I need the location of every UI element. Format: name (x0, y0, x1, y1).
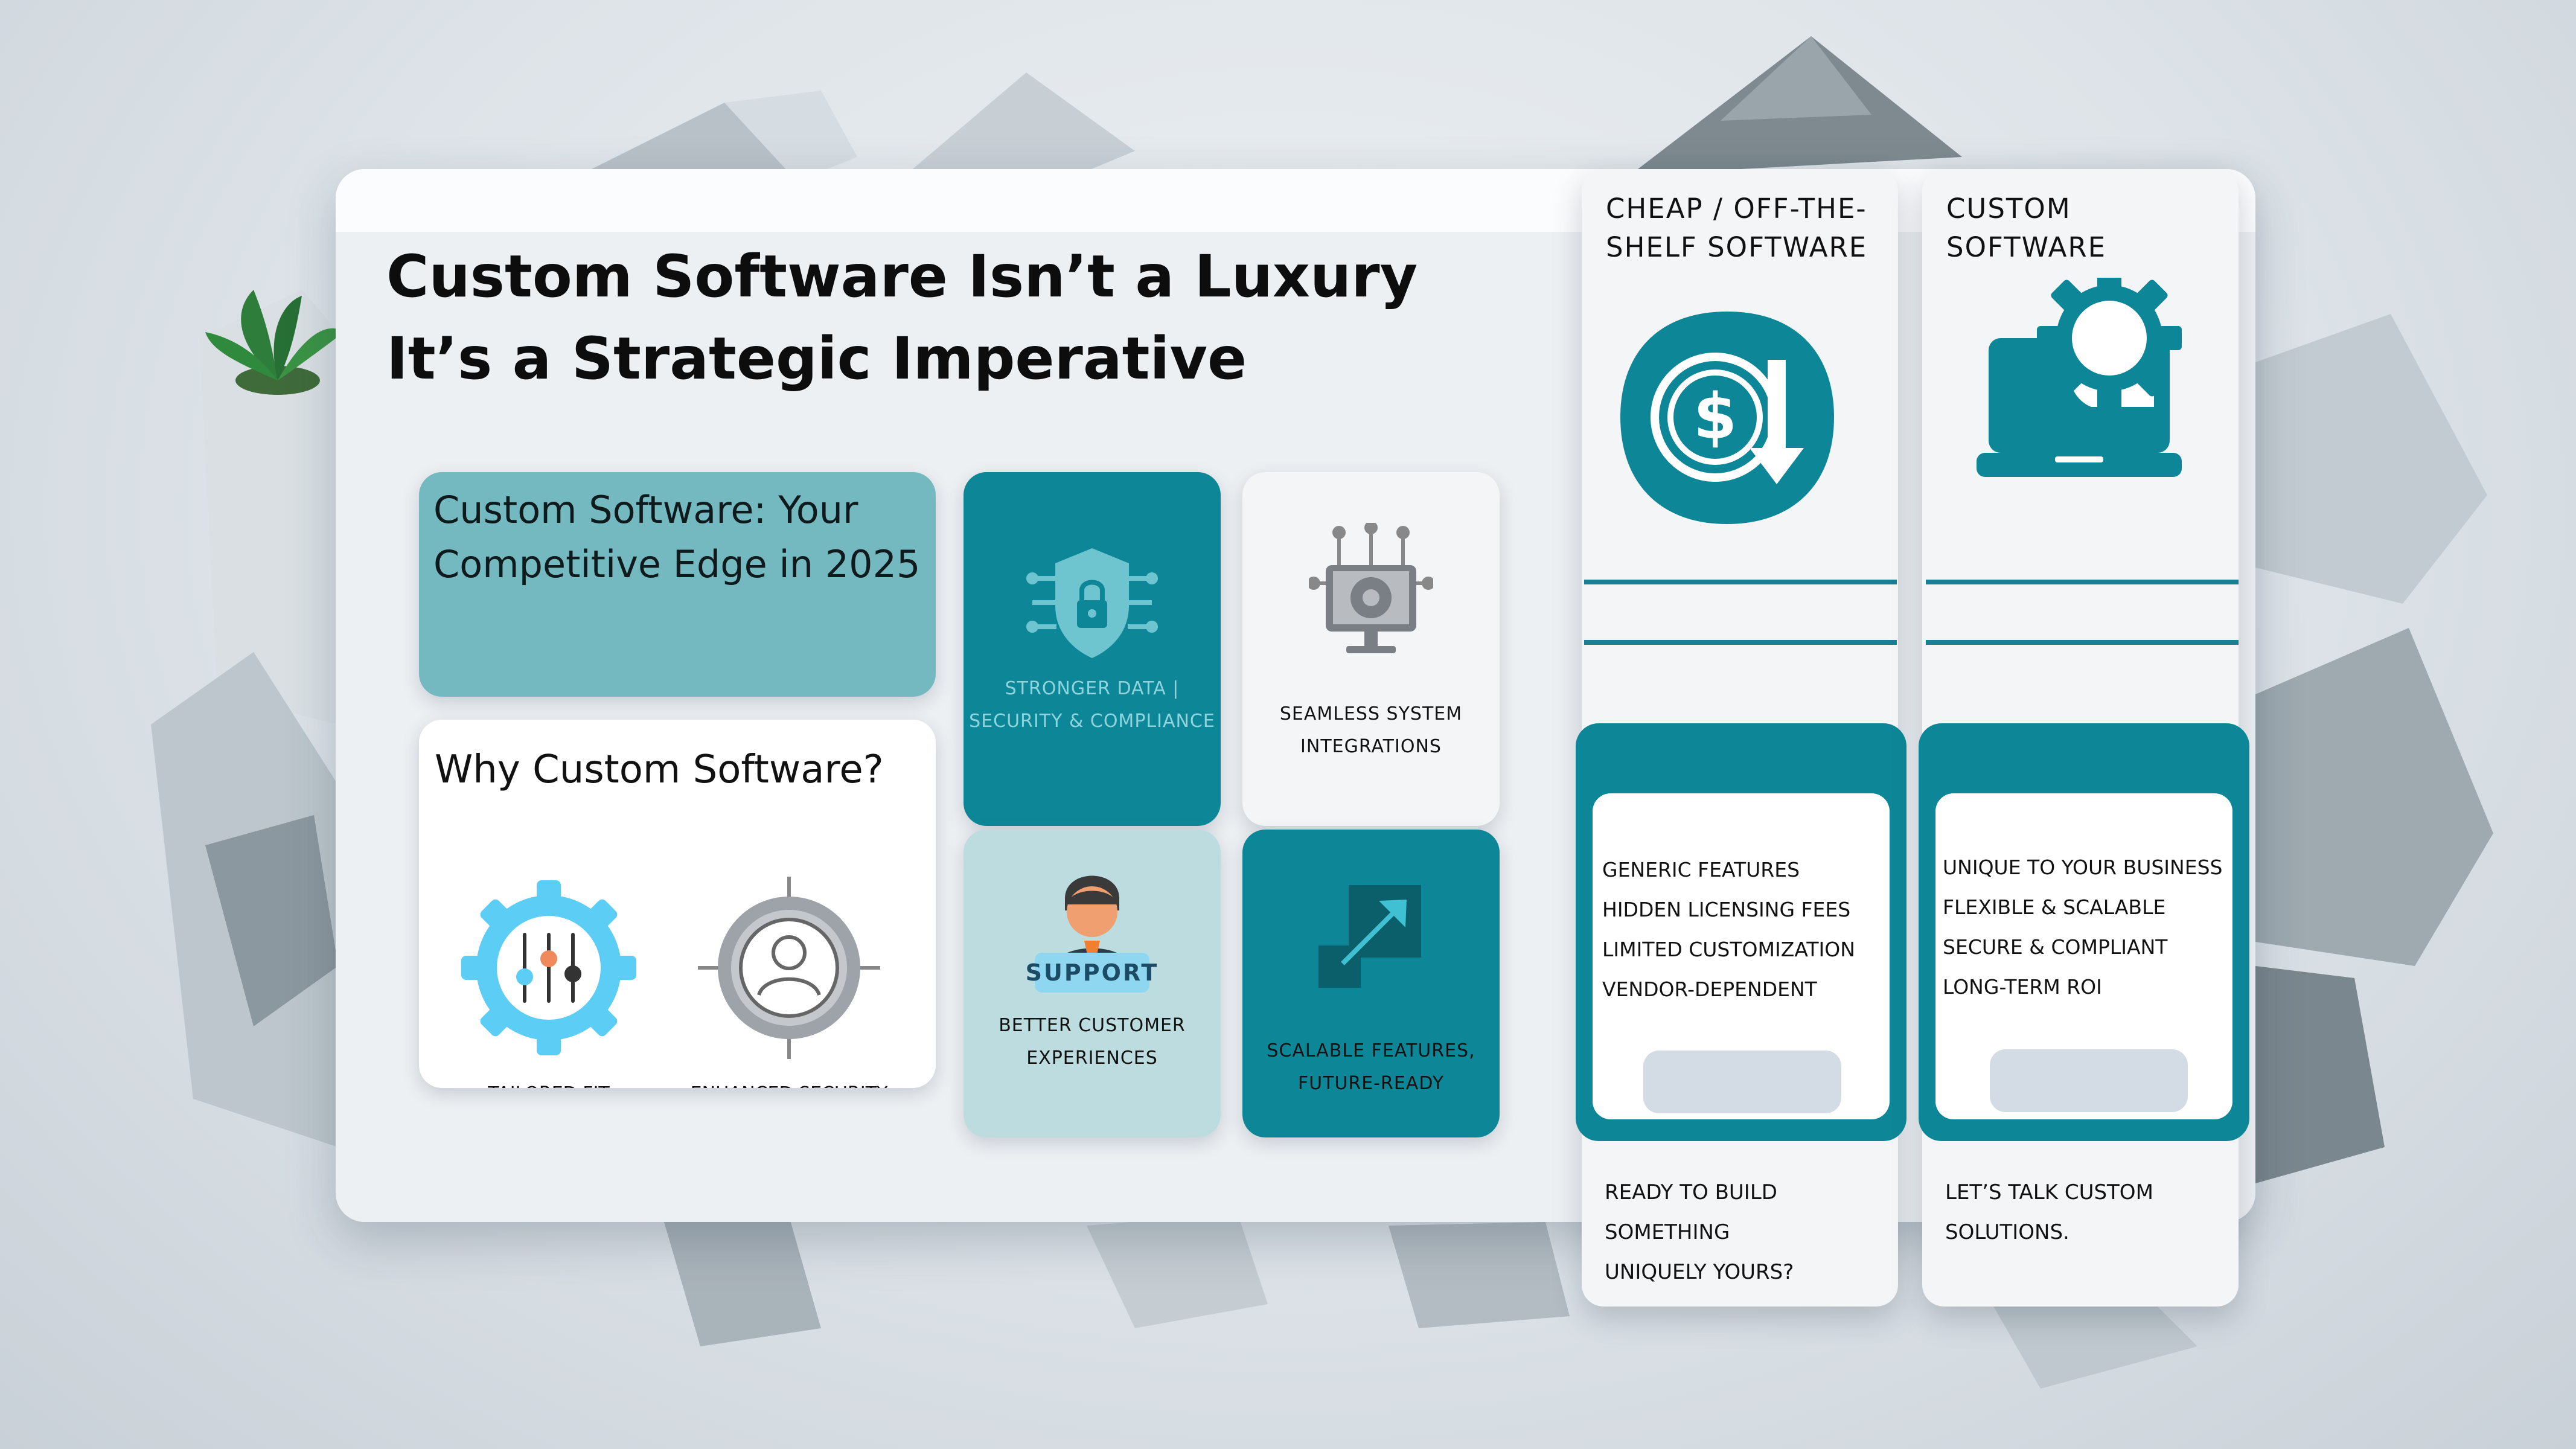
cheap-cta-text: READY TO BUILD SOMETHING UNIQUELY YOURS? (1605, 1172, 1898, 1292)
feature-card-integrations: SEAMLESS SYSTEM INTEGRATIONS (1242, 472, 1500, 826)
cheap-cta-line-1: READY TO BUILD SOMETHING (1605, 1180, 1777, 1244)
cheap-feature-item: LIMITED CUSTOMIZATION (1602, 938, 1855, 961)
custom-features-list: UNIQUE TO YOUR BUSINESS FLEXIBLE & SCALA… (1935, 793, 2232, 1119)
feature-scalable-line-2: FUTURE-READY (1297, 1073, 1445, 1094)
custom-feature-item: UNIQUE TO YOUR BUSINESS (1943, 856, 2223, 879)
svg-text:$: $ (1693, 380, 1737, 453)
custom-cta-text: LET’S TALK CUSTOM SOLUTIONS. (1945, 1172, 2153, 1252)
cheap-software-column: CHEAP / OFF-THE- SHELF SOFTWARE $ GENERI… (1576, 169, 1906, 1307)
coin-down-arrow-icon: $ (1620, 312, 1834, 524)
why-custom-software-card: Why Custom Software? (419, 720, 936, 1088)
feature-customer-line-2: EXPERIENCES (1026, 1048, 1158, 1069)
cheap-feature-item: GENERIC FEATURES (1602, 858, 1800, 881)
cheap-heading-line-2: SHELF SOFTWARE (1606, 231, 1868, 263)
custom-feature-item: FLEXIBLE & SCALABLE (1943, 895, 2166, 919)
title-line-2: It’s a Strategic Imperative (386, 325, 1247, 392)
cheap-cta-pill[interactable] (1643, 1051, 1841, 1113)
shield-lock-icon (1026, 548, 1158, 658)
custom-cta-line-1: LET’S TALK CUSTOM (1945, 1180, 2153, 1204)
custom-divider-2 (1926, 640, 2239, 645)
feature-security-line-1: STRONGER DATA | (1005, 678, 1180, 699)
competitive-edge-card: Custom Software: Your Competitive Edge i… (419, 472, 936, 697)
feature-card-customer: SUPPORT BETTER CUSTOMER EXPERIENCES (964, 830, 1221, 1137)
page-title: Custom Software Isn’t a Luxury It’s a St… (386, 235, 1417, 400)
enhanced-security-label: ENHANCED SECURITY (677, 1083, 901, 1088)
custom-features-box: UNIQUE TO YOUR BUSINESS FLEXIBLE & SCALA… (1919, 723, 2249, 1141)
support-badge-text: SUPPORT (1026, 959, 1159, 986)
tailored-fit-label: TAILORED FIT (455, 1083, 642, 1088)
cheap-divider-2 (1584, 640, 1897, 645)
competitive-edge-line-1: Custom Software: Your (433, 488, 858, 532)
feature-security-line-2: SECURITY & COMPLIANCE (969, 711, 1215, 732)
custom-software-column: CUSTOM SOFTWARE UNIQUE TO YOUR BUSINESS (1919, 169, 2249, 1307)
cheap-feature-item: HIDDEN LICENSING FEES (1602, 898, 1851, 921)
feature-card-scalable: SCALABLE FEATURES, FUTURE-READY (1242, 830, 1500, 1137)
title-line-1: Custom Software Isn’t a Luxury (386, 243, 1418, 310)
custom-column-heading: CUSTOM SOFTWARE (1946, 190, 2239, 267)
feature-integrations-line-1: SEAMLESS SYSTEM (1279, 703, 1463, 724)
cheap-heading-line-1: CHEAP / OFF-THE- (1606, 193, 1867, 225)
feature-card-security: STRONGER DATA | SECURITY & COMPLIANCE (964, 472, 1221, 826)
custom-feature-item: SECURE & COMPLIANT (1943, 935, 2168, 959)
feature-customer-line-1: BETTER CUSTOMER (999, 1015, 1186, 1036)
feature-integrations-line-2: INTEGRATIONS (1300, 736, 1442, 757)
cheap-features-box: GENERIC FEATURES HIDDEN LICENSING FEES L… (1576, 723, 1906, 1141)
cheap-feature-item: VENDOR-DEPENDENT (1602, 977, 1817, 1001)
cheap-features-list: GENERIC FEATURES HIDDEN LICENSING FEES L… (1593, 793, 1890, 1119)
laptop-gear-icon (1977, 278, 2182, 477)
expand-arrow-icon (1318, 885, 1421, 988)
feature-scalable-line-1: SCALABLE FEATURES, (1267, 1040, 1475, 1061)
gear-sliders-icon (461, 880, 636, 1055)
gear-user-icon (698, 877, 880, 1059)
competitive-edge-line-2: Competitive Edge in 2025 (433, 542, 921, 586)
support-agent-icon: SUPPORT (1026, 875, 1159, 993)
custom-cta-pill[interactable] (1990, 1049, 2188, 1112)
cheap-column-heading: CHEAP / OFF-THE- SHELF SOFTWARE (1606, 190, 1867, 267)
custom-divider-1 (1926, 580, 2239, 584)
cheap-divider-1 (1584, 580, 1897, 584)
custom-heading-line-1: CUSTOM SOFTWARE (1946, 193, 2107, 263)
monitor-gear-icon (1309, 523, 1433, 653)
why-heading: Why Custom Software? (435, 747, 884, 792)
cheap-cta-line-2: UNIQUELY YOURS? (1605, 1260, 1794, 1284)
custom-feature-item: LONG-TERM ROI (1943, 975, 2102, 999)
custom-cta-line-2: SOLUTIONS. (1945, 1220, 2069, 1244)
